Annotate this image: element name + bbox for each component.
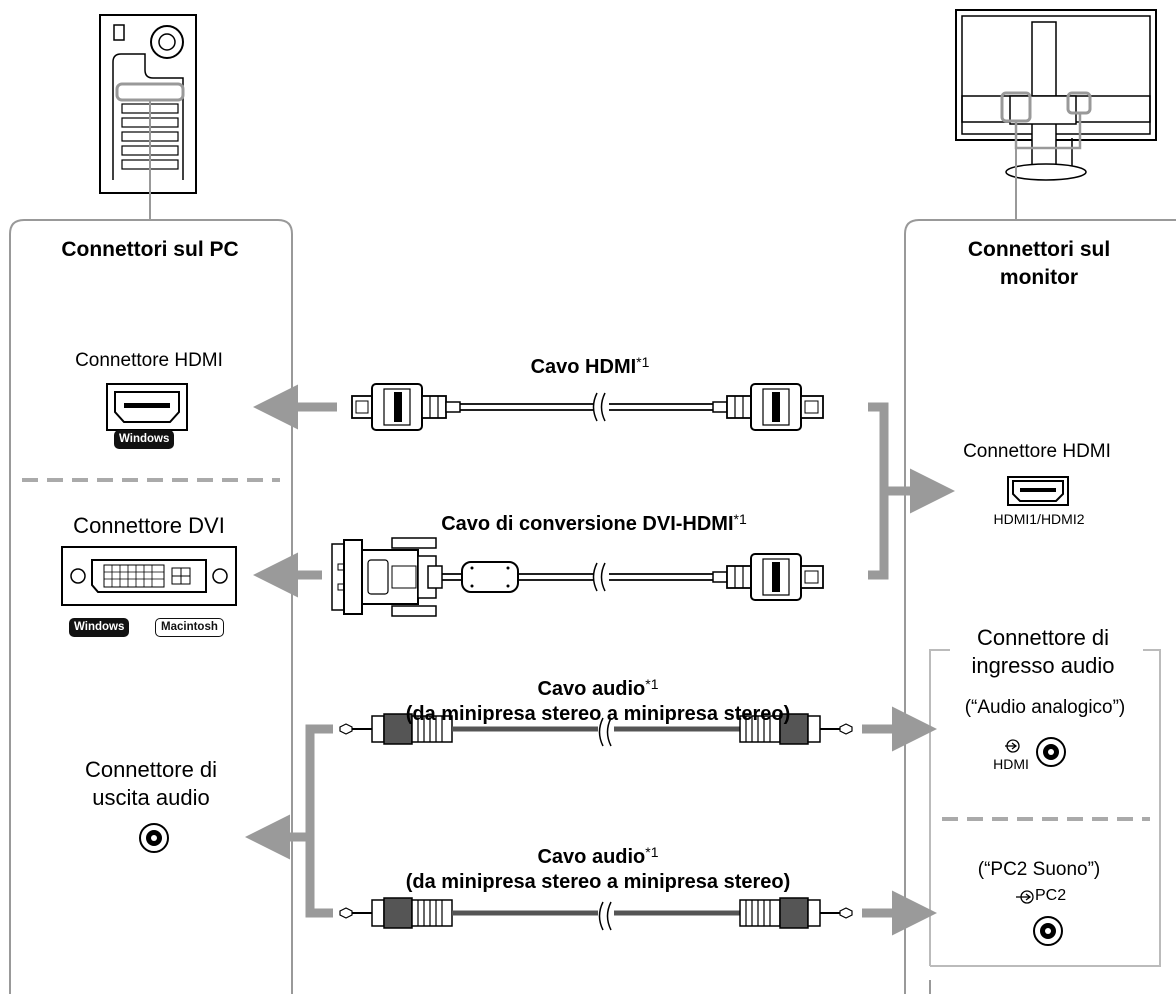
pc2-symbol: PC2 <box>1035 887 1067 904</box>
audio-cable-label: Cavo audio*1 <box>537 844 659 868</box>
audio-analog-label: (“Audio analogico”) <box>964 697 1126 718</box>
audio-in-label: ingresso audio <box>971 653 1115 678</box>
hdmi-plug-icon <box>712 383 824 431</box>
audio-jack-icon <box>1016 890 1063 946</box>
hdmi-cable-label: Cavo HDMI*1 <box>530 354 650 378</box>
hdmi-plug-icon <box>351 383 461 431</box>
hdmi-port-icon <box>1007 476 1069 506</box>
mini-jack-plug-icon <box>339 897 453 929</box>
hdmi-merge-bracket <box>868 402 889 580</box>
hdmi-plug-icon <box>712 553 824 601</box>
windows-badge: Windows <box>114 430 175 449</box>
audio-hdmi-symbol: HDMI <box>993 756 1029 772</box>
pc-hdmi-label: Connettore HDMI <box>75 350 223 371</box>
audio-cable-icon <box>339 713 853 747</box>
audio-in-label: Connettore di <box>976 625 1110 650</box>
hdmi-cable-icon <box>351 383 824 431</box>
pc2-sound-label: (“PC2 Suono”) <box>977 859 1101 880</box>
hdmi-ports-label: HDMI1/HDMI2 <box>993 511 1085 527</box>
windows-badge: Windows <box>69 618 130 637</box>
dvi-hdmi-cable-icon <box>331 537 824 617</box>
audio-jack-icon <box>139 823 169 853</box>
mini-jack-plug-icon <box>339 713 453 745</box>
monitor-panel-title: Connettori sul <box>967 238 1111 261</box>
hdmi-port-icon <box>106 383 188 431</box>
pc-tower-icon <box>99 14 197 220</box>
audio-out-label: uscita audio <box>92 785 210 810</box>
audio-cable-desc: (da minipresa stereo a minipresa stereo) <box>405 703 791 725</box>
audio-cable-desc: (da minipresa stereo a minipresa stereo) <box>405 871 791 893</box>
pc-panel-title: Connettori sul PC <box>61 238 239 261</box>
audio-cable-icon <box>339 897 853 931</box>
mini-jack-plug-icon <box>739 897 853 929</box>
monitor-hdmi-label: Connettore HDMI <box>963 441 1111 462</box>
dvi-plug-icon <box>331 537 519 617</box>
pc-panel <box>9 219 293 994</box>
dvi-port-icon <box>61 546 237 606</box>
monitor-back-icon <box>955 9 1157 220</box>
monitor-panel <box>904 219 1176 994</box>
macintosh-badge: Macintosh <box>155 618 224 637</box>
mini-jack-plug-icon <box>739 713 853 745</box>
monitor-panel-title: monitor <box>999 266 1079 289</box>
audio-cable-label: Cavo audio*1 <box>537 676 659 700</box>
audio-merge-bracket <box>305 724 333 918</box>
pc-dvi-label: Connettore DVI <box>73 513 225 538</box>
audio-out-label: Connettore di <box>84 757 218 782</box>
audio-jack-icon <box>1005 737 1066 767</box>
dvi-hdmi-cable-label: Cavo di conversione DVI-HDMI*1 <box>441 511 747 535</box>
